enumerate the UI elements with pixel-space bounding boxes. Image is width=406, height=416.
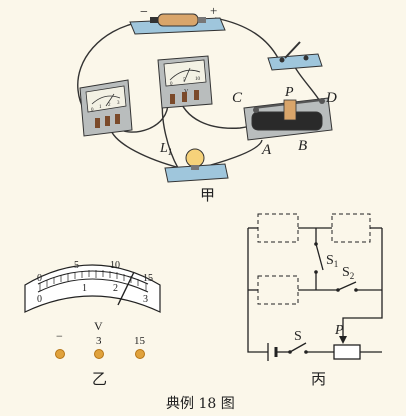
meter-ticks [39,270,147,291]
meter-terminal-3-label: 3 [96,335,102,347]
rheostat-label-b: B [298,138,307,154]
battery-minus: − [140,5,148,20]
circuit-wires [247,227,383,353]
battery-plus: + [210,3,217,18]
meter-terminal-15-label: 15 [134,335,146,347]
meter-terminal-15 [135,349,145,359]
meter-terminal-3 [94,349,104,359]
meter-top-15: 15 [143,273,153,284]
figure-label-jia: 甲 [200,186,215,204]
figure-yi: 0 5 10 15 0 1 2 3 − V 3 15 乙 [24,260,161,388]
voltmeter-device-tick-0: 0 [170,82,173,87]
meter-unit: V [94,319,103,333]
rheostat-label-p: P [284,85,294,100]
ammeter-tick-3: 3 [117,101,120,106]
battery: − + [129,3,226,35]
voltmeter-device: 0 5 10 V [157,55,213,109]
meter-needle [117,271,135,306]
ammeter-tick-0: 0 [91,108,94,113]
meter-bottom-3: 3 [143,294,148,305]
voltmeter-device-tick-10: 10 [195,77,201,82]
rheostat-label-a: A [261,142,272,158]
figure-caption: 典例 18 图 [166,396,235,412]
meter-bottom-0: 0 [37,294,42,305]
ammeter-tick-1: 1 [99,105,102,110]
figure-label-yi: 乙 [92,370,107,388]
switch-s2: S2 [336,265,358,292]
switch-s: S [288,329,308,354]
meter-terminal-minus-label: − [56,329,63,343]
rheostat: C P D A B [232,85,337,158]
meter-bottom-2: 2 [113,283,118,294]
rheostat-label-d: D [325,90,337,106]
switch-s2-label: S2 [342,265,354,281]
rheostat-label-c: C [232,90,243,106]
switch [267,41,323,71]
figure-bing: S1 S2 S P 丙 [247,213,383,388]
meter-top-10: 10 [110,260,120,271]
rheostat-slider-label: P [334,323,344,338]
meter-face [24,264,161,313]
dashed-box-bottom-left [257,275,299,305]
meter-top-5: 5 [74,260,79,271]
switch-s-label: S [294,329,302,344]
switch-s1: S1 [314,242,338,274]
meter-terminal-minus [55,349,65,359]
circuit-rheostat: P [333,323,361,360]
dashed-box-top-left [257,213,299,243]
figure-jia: − + 0 1 2 3 [77,3,337,204]
voltmeter-device-tick-5: 5 [183,78,186,83]
circuit-battery [267,343,278,361]
dashed-box-top-right [331,213,371,243]
meter-bottom-1: 1 [82,283,87,294]
ammeter-tick-2: 2 [108,103,111,108]
meter-top-0: 0 [37,273,42,284]
switch-s1-label: S1 [326,253,338,269]
ammeter: 0 1 2 3 [79,79,133,137]
lamp-label: L1 [159,141,172,157]
lamp: L1 [159,141,229,183]
figure-label-bing: 丙 [311,370,326,388]
